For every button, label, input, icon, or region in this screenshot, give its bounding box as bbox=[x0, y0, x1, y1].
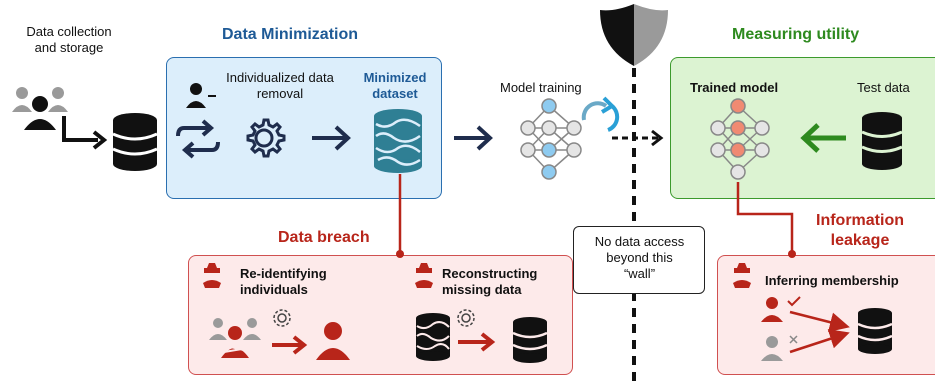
shredded-database-icon bbox=[374, 109, 422, 173]
neural-network-icon bbox=[710, 98, 770, 180]
removal-label: Individualized data removal bbox=[210, 70, 350, 102]
refresh-icon bbox=[581, 96, 620, 132]
user-minus-icon bbox=[186, 83, 216, 108]
database-icon bbox=[857, 308, 893, 354]
recon-line1: Reconstructing bbox=[442, 266, 538, 281]
user-icon bbox=[761, 336, 783, 361]
wall-text: No data access beyond this “wall” bbox=[573, 234, 706, 282]
reid-line1: Re-identifying bbox=[240, 266, 327, 281]
arrow-right-icon bbox=[458, 332, 496, 352]
check-icon bbox=[787, 296, 801, 307]
dataset-line1: Minimized bbox=[363, 70, 427, 85]
gear-icon bbox=[457, 309, 475, 327]
database-icon bbox=[512, 317, 548, 363]
inferring-membership-label: Inferring membership bbox=[765, 273, 899, 288]
wall-line2: beyond this bbox=[606, 250, 673, 265]
arrow-right-icon bbox=[612, 129, 664, 147]
arrow-right-icon bbox=[789, 310, 850, 332]
data-breach-title: Data breach bbox=[278, 229, 370, 246]
recon-line2: missing data bbox=[442, 282, 522, 297]
wall-line3: “wall” bbox=[623, 266, 656, 281]
arrow-right-icon bbox=[312, 125, 351, 151]
measuring-utility-title: Measuring utility bbox=[732, 26, 860, 43]
trained-model-label: Trained model bbox=[690, 80, 779, 95]
arrow-right-icon bbox=[789, 329, 850, 354]
user-icon bbox=[761, 297, 783, 322]
data-minimization-title: Data Minimization bbox=[222, 26, 359, 43]
data-breach-box bbox=[188, 255, 573, 375]
data-collection-line2: and storage bbox=[34, 40, 104, 55]
database-icon bbox=[861, 112, 903, 170]
data-collection-line1: Data collection bbox=[26, 24, 112, 39]
arrow-right-icon bbox=[454, 125, 493, 151]
spy-icon bbox=[733, 263, 751, 288]
leakage-title-line1: Information bbox=[816, 212, 904, 229]
arrow-right-icon bbox=[62, 116, 108, 150]
shield-icon bbox=[600, 4, 668, 66]
dataset-line2: dataset bbox=[372, 86, 418, 101]
minimized-dataset-label: Minimized dataset bbox=[350, 70, 440, 102]
shredded-database-icon bbox=[416, 313, 450, 361]
spy-icon bbox=[415, 263, 433, 288]
cross-icon bbox=[789, 335, 798, 344]
reid-label: Re-identifying individuals bbox=[240, 266, 327, 298]
arrow-right-icon bbox=[272, 335, 308, 355]
database-icon bbox=[112, 113, 158, 171]
removal-line1: Individualized data bbox=[226, 70, 334, 85]
test-data-label: Test data bbox=[857, 80, 910, 95]
users-icon bbox=[209, 318, 261, 358]
leakage-title-line2: leakage bbox=[830, 232, 890, 249]
data-collection-label: Data collection and storage bbox=[4, 24, 134, 56]
wall-note bbox=[573, 226, 705, 294]
arrow-left-icon bbox=[800, 123, 846, 153]
information-leakage-title: Information leakage bbox=[800, 211, 920, 251]
spy-icon bbox=[203, 263, 221, 288]
model-training-label: Model training bbox=[500, 80, 582, 95]
gear-icon bbox=[273, 309, 291, 327]
neural-network-icon bbox=[520, 98, 582, 180]
removal-line2: removal bbox=[256, 86, 304, 101]
reid-line2: individuals bbox=[240, 282, 308, 297]
gear-icon bbox=[246, 118, 286, 158]
information-leakage-box bbox=[717, 255, 935, 375]
user-icon bbox=[316, 322, 350, 360]
swap-icon bbox=[176, 119, 220, 159]
wall-line1: No data access bbox=[594, 234, 685, 249]
users-icon bbox=[12, 87, 68, 130]
recon-label: Reconstructing missing data bbox=[442, 266, 537, 298]
